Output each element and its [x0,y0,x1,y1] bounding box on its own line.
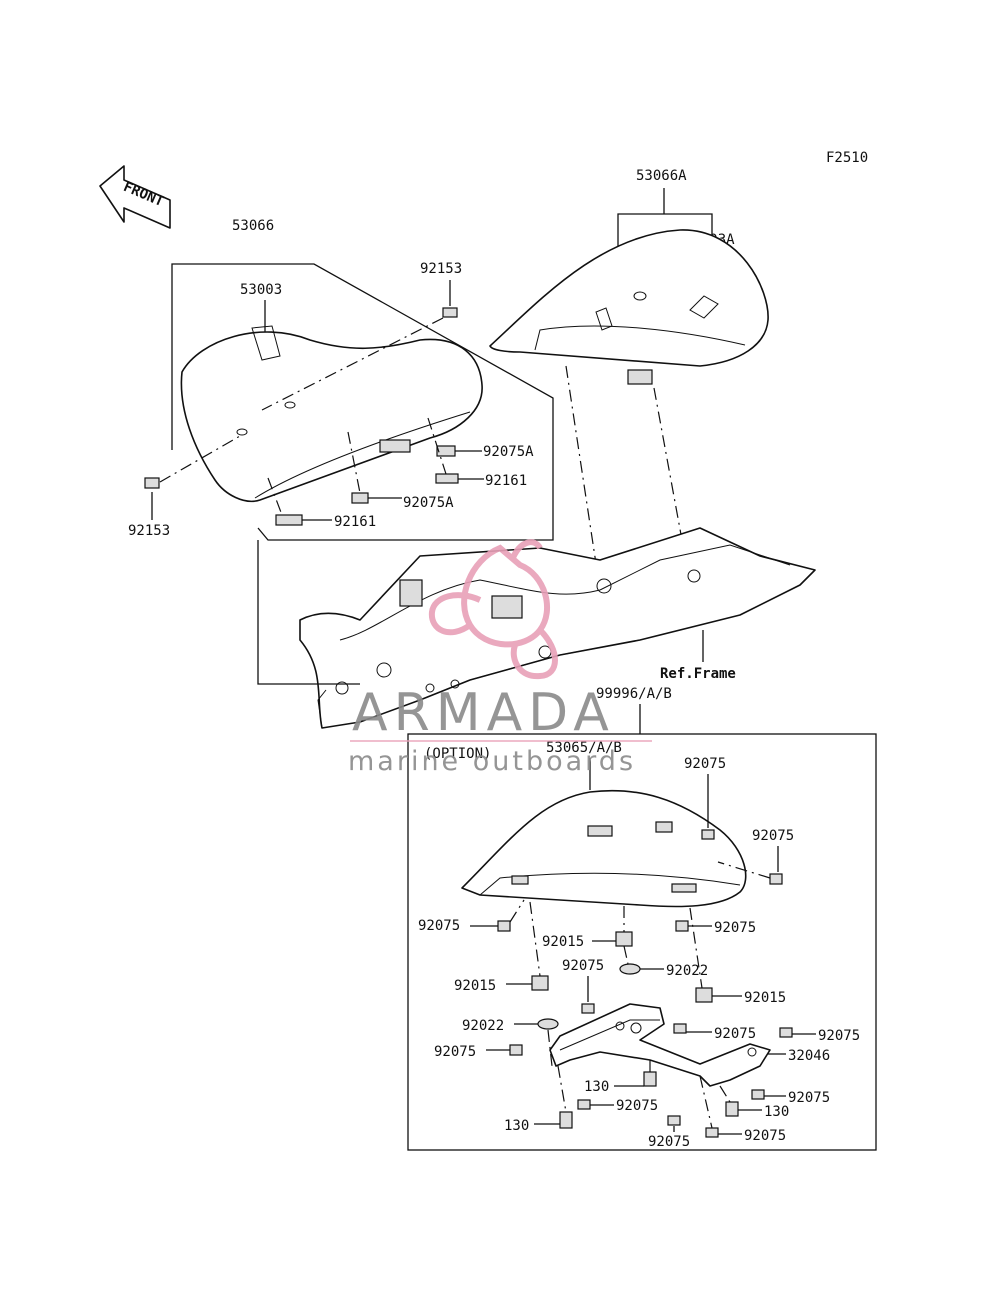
label-92075-7: 92075 [818,1028,860,1044]
damper-icon [751,1089,765,1100]
rear-seat-cowl [489,229,769,385]
label-99996: 99996/A/B [596,686,672,702]
damper-icon [701,829,715,840]
label-92015-3: 92015 [744,990,786,1006]
nut-icon [695,987,713,1003]
label-92075-4: 92075 [714,920,756,936]
label-92153-left: 92153 [128,523,170,539]
damper-icon [705,1127,719,1138]
nut-icon [615,931,633,947]
bolt-icon [643,1071,657,1087]
label-92075-8: 92075 [434,1044,476,1060]
option-seat-cowl [461,789,747,908]
seat-bracket [549,1003,771,1087]
label-92075-12: 92075 [744,1128,786,1144]
damper-icon [675,920,689,932]
damper-icon [769,873,783,885]
washer-icon [619,963,641,975]
label-92075-9: 92075 [616,1098,658,1114]
bolt-icon [442,307,458,318]
label-92161-right: 92161 [485,473,527,489]
label-53066A: 53066A [636,168,687,184]
option-box [407,733,877,1151]
clip-icon [275,514,303,526]
label-92022-1: 92022 [666,963,708,979]
bolt-icon [144,477,160,489]
bolt-icon [559,1111,573,1129]
watermark-logo-icon [428,539,558,680]
label-92075-10: 92075 [788,1090,830,1106]
damper-icon [436,445,456,457]
label-92015-2: 92015 [454,978,496,994]
front-arrow-icon: FRONT [99,165,171,229]
damper-icon [509,1044,523,1056]
label-92075-11: 92075 [648,1134,690,1150]
front-seat [180,325,483,502]
label-92075-1: 92075 [684,756,726,772]
seat-group-bracket [171,263,554,541]
label-92075-3: 92075 [418,918,460,934]
frame-reference [299,527,816,729]
label-92075-6: 92075 [714,1026,756,1042]
label-92075-5: 92075 [562,958,604,974]
label-ref-frame: Ref.Frame [660,666,736,682]
label-53066: 53066 [232,218,274,234]
label-option: (OPTION) [424,746,491,762]
watermark: ARMADA marine outboards [348,539,652,777]
clip-icon [435,473,459,484]
figure-code: F2510 [826,150,868,166]
bolt-icon [725,1101,739,1117]
nut-icon [531,975,549,991]
label-92075-2: 92075 [752,828,794,844]
damper-icon [577,1099,591,1110]
label-130-2: 130 [764,1104,789,1120]
damper-icon [581,1003,595,1014]
label-92015-1: 92015 [542,934,584,950]
washer-icon [537,1018,559,1030]
watermark-tagline: marine outboards [348,746,636,777]
label-92075A-lower: 92075A [403,495,454,511]
label-92022-2: 92022 [462,1018,504,1034]
damper-icon [667,1115,681,1126]
label-92153-top: 92153 [420,261,462,277]
label-53003: 53003 [240,282,282,298]
damper-icon [351,492,369,504]
label-53065: 53065/A/B [546,740,622,756]
label-92075A-upper: 92075A [483,444,534,460]
label-32046: 32046 [788,1048,830,1064]
label-130-3: 130 [504,1118,529,1134]
watermark-brand: ARMADA [352,683,615,743]
damper-icon [673,1023,687,1034]
label-92161-left: 92161 [334,514,376,530]
label-130-1: 130 [584,1079,609,1095]
damper-icon [779,1027,793,1038]
damper-icon [497,920,511,932]
